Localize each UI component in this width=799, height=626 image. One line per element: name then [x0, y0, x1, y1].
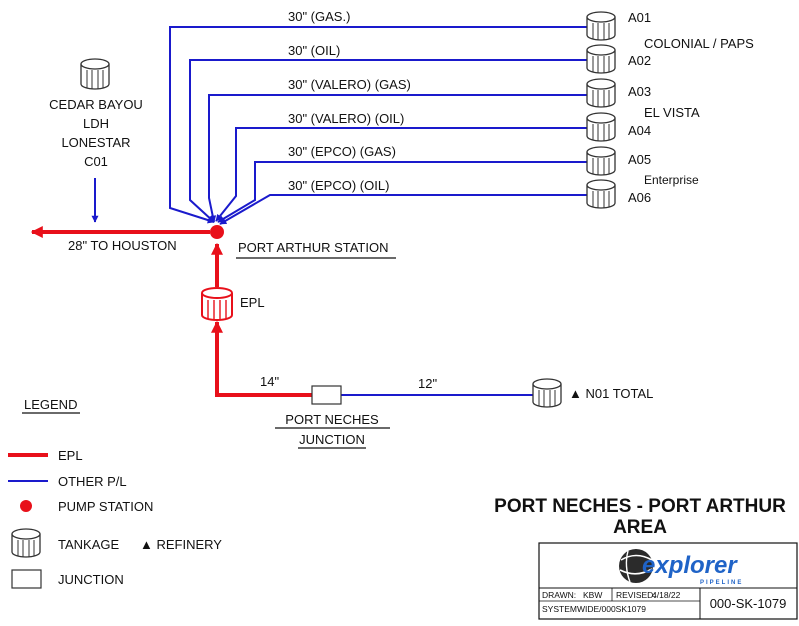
- pipeline-label-valero-gas: 30" (VALERO) (GAS): [288, 77, 411, 92]
- tank-a04-icon: [586, 112, 616, 142]
- port-neches-junction-box: [311, 385, 342, 405]
- n01-label: ▲ N01 TOTAL: [569, 386, 653, 401]
- logo-wordmark: explorer: [642, 552, 738, 579]
- tankage-column: [586, 11, 616, 209]
- epl-tank-label: EPL: [240, 295, 265, 310]
- drawn-label: DRAWN:: [542, 590, 576, 600]
- group-colonial-label: COLONIAL / PAPS: [644, 36, 754, 51]
- legend-junction-label: JUNCTION: [58, 572, 124, 587]
- pipeline-label-epco-oil: 30" (EPCO) (OIL): [288, 178, 389, 193]
- pipeline-a03: [208, 94, 587, 223]
- legend-tankage-label: TANKAGE: [58, 537, 119, 552]
- group-enterprise-label: Enterprise: [644, 173, 699, 187]
- revised-label: REVISED:: [616, 590, 656, 600]
- cedar-bayou-line-1: CEDAR BAYOU: [49, 97, 143, 112]
- port-arthur-pump-station: [210, 225, 224, 239]
- tank-a05-icon: [586, 146, 616, 176]
- pipeline-a05: [217, 161, 587, 223]
- pipeline-label-valero-oil: 30" (VALERO) (OIL): [288, 111, 404, 126]
- cedar-bayou-labels: CEDAR BAYOU LDH LONESTAR C01: [49, 97, 143, 169]
- title-block: explorer PIPELINE DRAWN: KBW REVISED: 4/…: [538, 542, 798, 620]
- houston-label: 28" TO HOUSTON: [68, 238, 177, 253]
- pipeline-a04: [215, 127, 587, 222]
- file-path: SYSTEMWIDE/000SK1079: [542, 604, 646, 614]
- tank-a06-icon: [586, 179, 616, 209]
- legend: LEGEND EPL OTHER P/L PUMP STATION TANKAG…: [8, 397, 222, 589]
- drawing-title-line2: AREA: [613, 517, 667, 538]
- tank-n01-icon: [532, 378, 562, 408]
- revised-value: 4/18/22: [652, 590, 681, 600]
- legend-other-label: OTHER P/L: [58, 474, 127, 489]
- tank-a01-label: A01: [628, 10, 651, 25]
- tank-a03-label: A03: [628, 84, 651, 99]
- tank-a04-label: A04: [628, 123, 651, 138]
- tank-a06-label: A06: [628, 190, 651, 205]
- explorer-logo: explorer PIPELINE: [619, 549, 743, 586]
- junction-label-line2: JUNCTION: [299, 432, 365, 447]
- pipeline-label-epco-gas: 30" (EPCO) (GAS): [288, 144, 396, 159]
- pipe-12-label: 12": [418, 376, 437, 391]
- pipeline-label-oil: 30" (OIL): [288, 43, 340, 58]
- tank-a03-icon: [586, 78, 616, 108]
- legend-pump-station-icon: [20, 500, 32, 512]
- legend-epl-label: EPL: [58, 448, 83, 463]
- tank-a05-label: A05: [628, 152, 651, 167]
- epl-tank-icon: [201, 287, 233, 321]
- pipeline-a06: [219, 194, 587, 225]
- group-el-vista-label: EL VISTA: [644, 105, 700, 120]
- legend-junction-icon: [11, 569, 42, 589]
- pipeline-label-gas: 30" (GAS.): [288, 9, 350, 24]
- drawing-number: 000-SK-1079: [710, 596, 787, 611]
- drawn-value: KBW: [583, 590, 602, 600]
- pipeline-14in: [211, 320, 312, 397]
- legend-tankage-icon: [11, 528, 41, 558]
- cedar-bayou-tank-icon: [80, 58, 110, 90]
- pipeline-a02: [189, 59, 587, 223]
- incoming-pipelines: [91, 26, 587, 396]
- legend-title: LEGEND: [24, 397, 77, 412]
- pipe-14-label: 14": [260, 374, 279, 389]
- tank-a02-label: A02: [628, 53, 651, 68]
- logo-subword: PIPELINE: [700, 580, 743, 586]
- epl-pipelines: [30, 226, 312, 397]
- tank-a02-icon: [586, 44, 616, 74]
- pipeline-a01: [169, 26, 587, 224]
- junction-label-line1: PORT NECHES: [285, 412, 379, 427]
- legend-pump-label: PUMP STATION: [58, 499, 153, 514]
- tank-a01-icon: [586, 11, 616, 41]
- drawing-title-line1: PORT NECHES - PORT ARTHUR: [494, 496, 786, 517]
- cedar-bayou-line-3: LONESTAR: [61, 135, 130, 150]
- legend-refinery-label: ▲ REFINERY: [140, 537, 222, 552]
- station-label: PORT ARTHUR STATION: [238, 240, 388, 255]
- cedar-bayou-line-4: C01: [84, 154, 108, 169]
- cedar-bayou-line-2: LDH: [83, 116, 109, 131]
